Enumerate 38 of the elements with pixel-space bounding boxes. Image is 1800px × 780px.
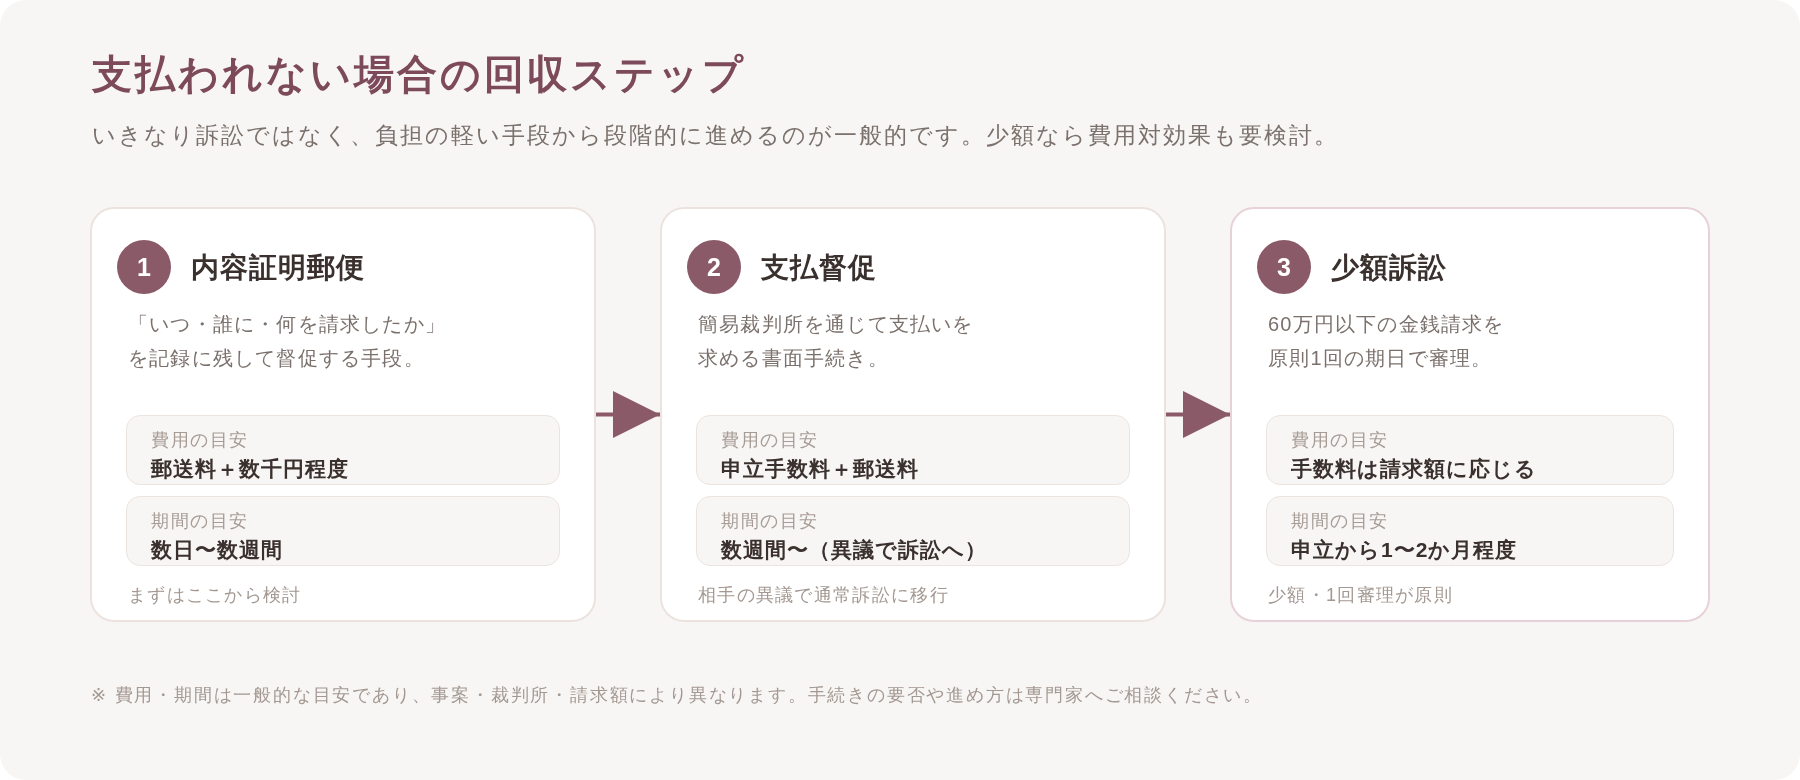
estimate-value: 郵送料＋数千円程度 [151,456,349,482]
step-title: 内容証明郵便 [191,251,365,285]
estimate-label: 費用の目安 [1291,429,1389,452]
step-number-badge: 1 [117,240,171,294]
estimate-value: 数日〜数週間 [151,537,283,563]
step-number-badge: 2 [687,240,741,294]
estimate-value: 手数料は請求額に応じる [1291,456,1537,482]
estimate-label: 費用の目安 [151,429,249,452]
step-title: 支払督促 [761,251,877,285]
step-card [660,207,1166,622]
estimate-label: 費用の目安 [721,429,819,452]
estimate-label: 期間の目安 [1291,510,1389,533]
step-title: 少額訴訟 [1331,251,1447,285]
estimate-label: 期間の目安 [721,510,819,533]
step-card [1230,207,1710,622]
estimate-panel [696,415,1130,485]
step-number-badge: 3 [1257,240,1311,294]
estimate-value: 申立手数料＋郵送料 [721,456,919,482]
step-note: 少額・1回審理が原則 [1268,584,1453,607]
estimate-panel [1266,496,1674,566]
step-description: 60万円以下の金銭請求を原則1回の期日で審理。 [1268,312,1506,371]
estimate-panel [1266,415,1674,485]
step-description: 「いつ・誰に・何を請求したか」を記録に残して督促する手段。 [128,312,447,371]
arrow [1166,391,1230,438]
footnote: ※ 費用・期間は一般的な目安であり、事案・裁判所・請求額により異なります。手続きの要否や進め方は専門家へご相談ください。 [91,684,1264,707]
arrow [596,391,660,438]
step-description: 簡易裁判所を通じて支払いを求める書面手続き。 [698,312,975,371]
estimate-panel [696,496,1130,566]
step-note: まずはここから検討 [128,584,302,607]
estimate-panel [126,496,560,566]
title: 支払われない場合の回収ステップ [92,51,746,99]
subtitle: いきなり訴訟ではなく、負担の軽い手段から段階的に進めるのが一般的です。少額なら費用対効果も要検討。 [92,121,1339,150]
step-card [90,207,596,622]
estimate-label: 期間の目安 [151,510,249,533]
estimate-panel [126,415,560,485]
estimate-value: 申立から1〜2か月程度 [1291,537,1518,563]
step-note: 相手の異議で通常訴訟に移行 [698,584,949,607]
estimate-value: 数週間〜（異議で訴訟へ） [721,537,987,563]
